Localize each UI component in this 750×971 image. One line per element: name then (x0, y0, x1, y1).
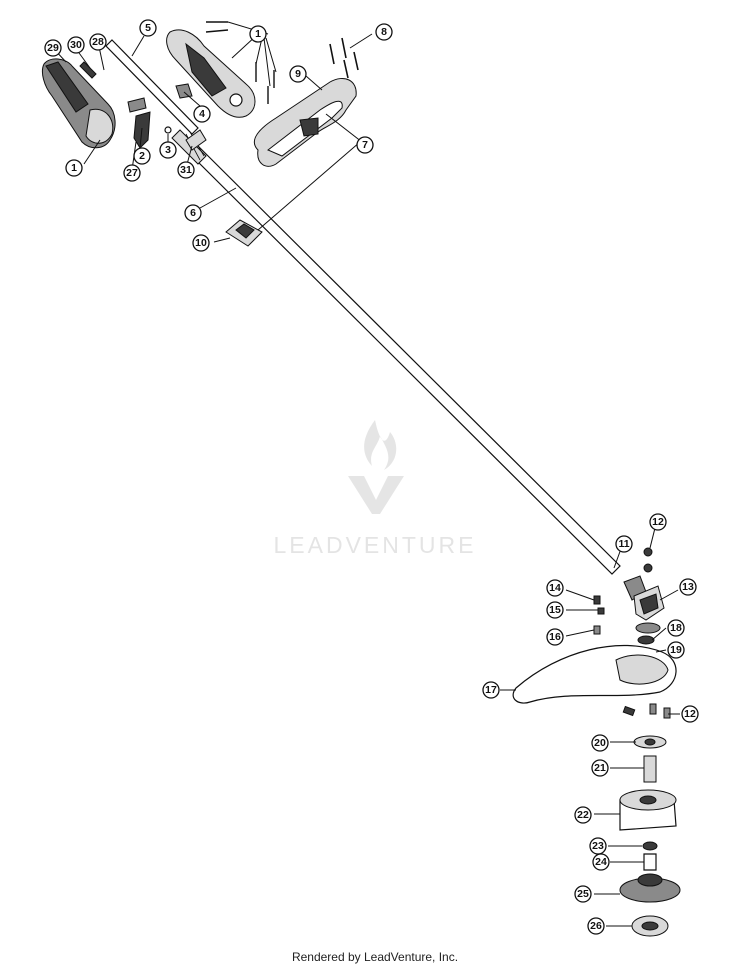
loop-handle (253, 78, 357, 167)
svg-text:6: 6 (190, 207, 196, 219)
callout-4[interactable]: 4 (193, 105, 211, 123)
gearhead (623, 575, 665, 634)
svg-text:28: 28 (92, 36, 104, 48)
callout-21[interactable]: 21 (591, 759, 609, 777)
svg-text:18: 18 (670, 622, 682, 634)
screws-group-2 (329, 37, 359, 79)
callout-2[interactable]: 2 (133, 147, 151, 165)
callout-20[interactable]: 20 (591, 734, 609, 752)
callout-1-upper[interactable]: 1 (249, 25, 267, 43)
svg-text:27: 27 (126, 167, 138, 179)
svg-text:19: 19 (670, 644, 682, 656)
svg-text:1: 1 (71, 162, 77, 174)
callout-23[interactable]: 23 (589, 837, 607, 855)
callout-3[interactable]: 3 (159, 141, 177, 159)
callout-12-lower[interactable]: 12 (681, 705, 699, 723)
svg-text:20: 20 (594, 737, 606, 749)
svg-text:29: 29 (47, 42, 59, 54)
watermark-text: LEADVENTURE (274, 532, 477, 558)
main-shaft (105, 39, 621, 575)
callout-1-lower[interactable]: 1 (65, 159, 83, 177)
svg-text:25: 25 (577, 888, 589, 900)
svg-text:2: 2 (139, 150, 145, 162)
svg-text:5: 5 (145, 22, 151, 34)
screws-group-1 (205, 21, 275, 104)
callout-26[interactable]: 26 (587, 917, 605, 935)
callout-29[interactable]: 29 (44, 39, 62, 57)
callout-19[interactable]: 19 (667, 641, 685, 659)
svg-text:30: 30 (70, 39, 82, 51)
handle-clamp (225, 219, 263, 247)
svg-text:8: 8 (381, 26, 387, 38)
callout-18[interactable]: 18 (667, 619, 685, 637)
svg-text:1: 1 (255, 28, 261, 40)
callout-13[interactable]: 13 (679, 578, 697, 596)
upper-handle-housing (166, 29, 256, 118)
svg-text:22: 22 (577, 809, 589, 821)
svg-text:17: 17 (485, 684, 497, 696)
callout-8[interactable]: 8 (375, 23, 393, 41)
svg-text:12: 12 (684, 708, 696, 720)
svg-text:13: 13 (682, 581, 694, 593)
svg-text:24: 24 (595, 856, 607, 868)
callout-14[interactable]: 14 (546, 579, 564, 597)
watermark-flame-icon (364, 420, 397, 470)
callout-22[interactable]: 22 (574, 806, 592, 824)
svg-text:23: 23 (592, 840, 604, 852)
svg-text:31: 31 (180, 164, 192, 176)
svg-text:9: 9 (295, 68, 301, 80)
callout-27[interactable]: 27 (123, 164, 141, 182)
callout-11[interactable]: 11 (615, 535, 633, 553)
svg-text:14: 14 (549, 582, 561, 594)
callout-5[interactable]: 5 (139, 19, 157, 37)
watermark: LEADVENTURE (274, 420, 477, 558)
svg-text:7: 7 (362, 139, 368, 151)
callout-17[interactable]: 17 (482, 681, 500, 699)
svg-text:26: 26 (590, 920, 602, 932)
callout-7[interactable]: 7 (356, 136, 374, 154)
callout-31[interactable]: 31 (177, 161, 195, 179)
callout-16[interactable]: 16 (546, 628, 564, 646)
callout-12-upper[interactable]: 12 (649, 513, 667, 531)
svg-text:4: 4 (199, 108, 205, 120)
callout-25[interactable]: 25 (574, 885, 592, 903)
callout-15[interactable]: 15 (546, 601, 564, 619)
watermark-v-icon (348, 476, 404, 514)
leader-lines (52, 21, 680, 927)
callout-28[interactable]: 28 (89, 33, 107, 51)
trimmer-head-parts (619, 735, 681, 937)
callout-24[interactable]: 24 (592, 853, 610, 871)
svg-text:21: 21 (594, 762, 606, 774)
left-handle-housing (41, 58, 116, 149)
callout-9[interactable]: 9 (289, 65, 307, 83)
footer-credit: Rendered by LeadVenture, Inc. (291, 950, 459, 964)
callout-10[interactable]: 10 (192, 234, 210, 252)
svg-text:16: 16 (549, 631, 561, 643)
callout-6[interactable]: 6 (184, 204, 202, 222)
svg-text:11: 11 (618, 538, 629, 550)
svg-text:12: 12 (652, 516, 664, 528)
svg-text:15: 15 (549, 604, 561, 616)
debris-guard (512, 644, 677, 719)
svg-text:3: 3 (165, 144, 171, 156)
svg-text:10: 10 (195, 237, 207, 249)
callout-30[interactable]: 30 (67, 36, 85, 54)
